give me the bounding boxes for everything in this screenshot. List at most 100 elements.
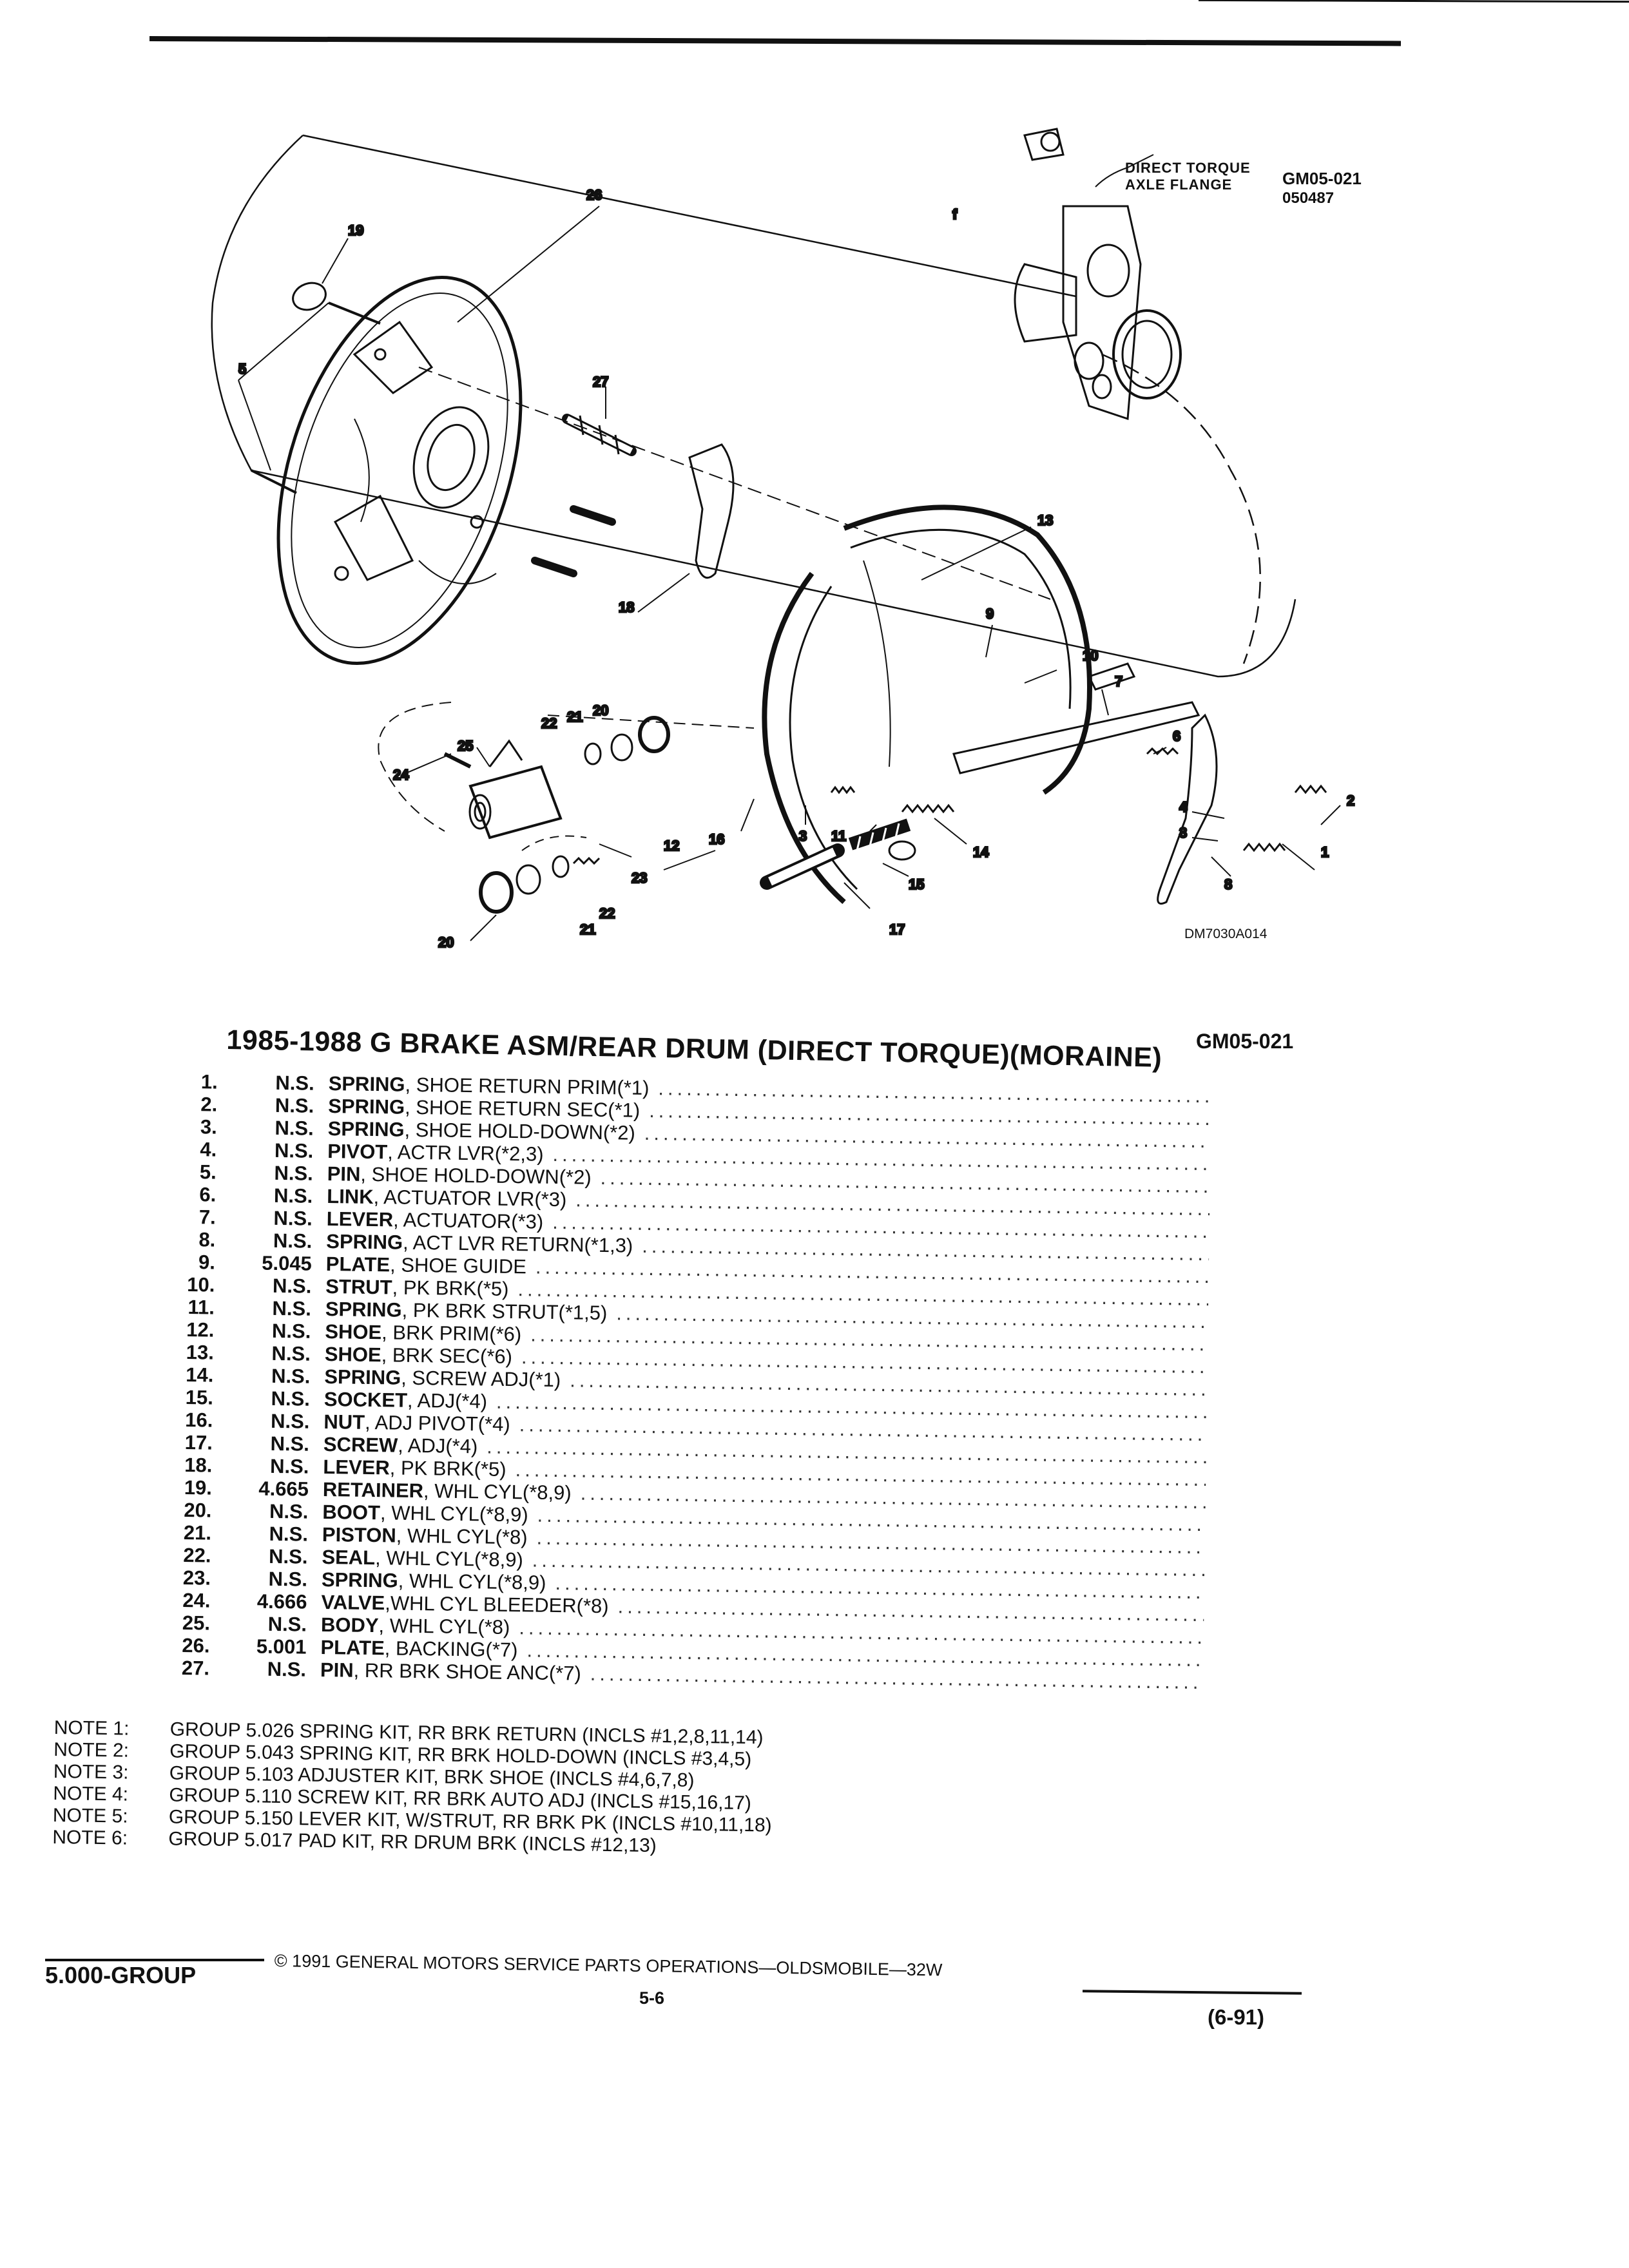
part-code: N.S. [272,1274,312,1298]
part-name: PIVOT [327,1140,388,1164]
part-number: 5. [199,1160,217,1184]
callout-8: 8 [1224,876,1232,892]
part-name: SEAL [322,1545,376,1570]
callout-9: 9 [986,606,994,622]
callout-2: 2 [1347,793,1354,809]
part-name: NUT [323,1410,365,1434]
part-code: 4.665 [258,1477,309,1501]
part-number: 25. [182,1611,211,1635]
part-name: SCREW [323,1432,398,1457]
part-code: N.S. [271,1387,311,1410]
part-number: 22. [183,1543,211,1567]
part-code: 4.666 [256,1590,307,1613]
part-description: , SHOE GUIDE [389,1253,527,1278]
part-number: 11. [188,1296,215,1319]
part-name: RETAINER [322,1477,424,1503]
callout-6: 6 [1173,728,1181,744]
part-name: SPRING [328,1072,405,1096]
hold-down-pin-upper [328,302,381,325]
callout-22b: 22 [599,905,615,921]
part-description: ,WHL CYL BLEEDER(*8) [384,1591,609,1618]
part-name: PIN [320,1658,354,1682]
part-number: 3. [200,1115,218,1139]
footer-group: 5.000-GROUP [45,1962,197,1988]
part-code: N.S. [268,1567,308,1591]
part-description: , ACTUATOR LVR(*3) [373,1186,567,1211]
callout-23: 23 [631,870,647,886]
part-code: N.S. [271,1364,311,1388]
part-code: N.S. [273,1206,313,1230]
part-code: N.S. [268,1544,308,1568]
part-code: N.S. [270,1409,310,1433]
adjuster-socket [888,840,916,861]
part-number: 9. [198,1251,216,1274]
part-number: 8. [198,1228,216,1251]
part-code: N.S. [271,1341,311,1365]
callout-18: 18 [619,599,634,615]
callout-27: 27 [593,374,608,390]
part-number: 21. [183,1521,212,1544]
part-name: SPRING [325,1298,402,1321]
wheel-cylinder-group [443,716,670,914]
footer-copyright: © 1991 GENERAL MOTORS SERVICE PARTS OPER… [274,1951,943,1980]
header-code: GM05-021 [1282,169,1362,188]
secondary-shoe [843,505,1092,795]
part-description: , RR BRK SHOE ANC(*7) [353,1658,582,1685]
part-code: 5.001 [256,1635,307,1658]
anchor-pin [562,414,637,456]
part-number: 17. [184,1430,213,1454]
dashed-assembly-path [378,702,452,832]
part-code: N.S. [269,1454,309,1478]
part-description: , PK BRK STRUT(*1,5) [401,1298,608,1325]
callout-11: 11 [831,828,846,844]
part-code: N.S. [267,1657,307,1681]
part-code: N.S. [267,1612,307,1636]
part-description: , WHL CYL(*8) [378,1614,510,1639]
part-name: SHOE [325,1320,382,1344]
note-label: NOTE 4: [53,1782,129,1805]
footer-page-number: 5-6 [639,1988,665,2008]
part-name: VALVE [321,1590,385,1615]
part-description: , PK BRK(*5) [389,1456,506,1481]
note-label: NOTE 2: [53,1738,130,1762]
drum-right-edge [1101,353,1261,664]
part-code: N.S. [275,1071,314,1095]
part-name: SPRING [321,1568,399,1592]
part-name: BODY [320,1613,379,1637]
parts-list: 1.N.S.SPRING, SHOE RETURN PRIM(*1)......… [133,1070,1211,1694]
part-code: N.S. [273,1229,313,1253]
callout-26: 26 [586,187,602,203]
diagram-id: DM7030A014 [1184,927,1268,941]
drum-outline [211,135,1296,678]
retainer-ring [292,282,327,311]
part-number: 27. [181,1656,210,1680]
part-code: N.S. [274,1139,314,1162]
callout-3b: 3 [1179,825,1187,841]
part-code: N.S. [270,1432,310,1456]
part-description: , WHL CYL(*8) [396,1524,528,1549]
note-label: NOTE 1: [53,1717,130,1740]
part-name: LINK [327,1185,374,1209]
part-name: STRUT [325,1275,392,1299]
part-code: N.S. [275,1116,314,1140]
callout-1: 1 [1321,844,1329,860]
parking-strut [952,701,1200,774]
part-code: N.S. [271,1319,311,1343]
actuator-lever [1157,713,1218,905]
part-code: N.S. [269,1499,309,1523]
part-name: SOCKET [323,1388,408,1412]
axle-flange [1014,128,1182,421]
part-description: , ACTR LVR(*2,3) [387,1140,544,1166]
callout-5: 5 [238,361,246,377]
note-label: NOTE 5: [52,1804,128,1827]
part-number: 7. [198,1206,217,1229]
note-label: NOTE 3: [53,1760,129,1783]
footer-rule-left [45,1959,264,1961]
part-description: , WHL CYL(*8,9) [398,1569,546,1594]
part-name: SPRING [327,1117,405,1141]
caption-line-1: DIRECT TORQUE [1125,160,1251,176]
part-number: 16. [185,1408,213,1432]
part-description: , PK BRK(*5) [392,1276,509,1300]
part-number: 12. [186,1318,215,1341]
footer-date: (6-91) [1208,2005,1265,2029]
